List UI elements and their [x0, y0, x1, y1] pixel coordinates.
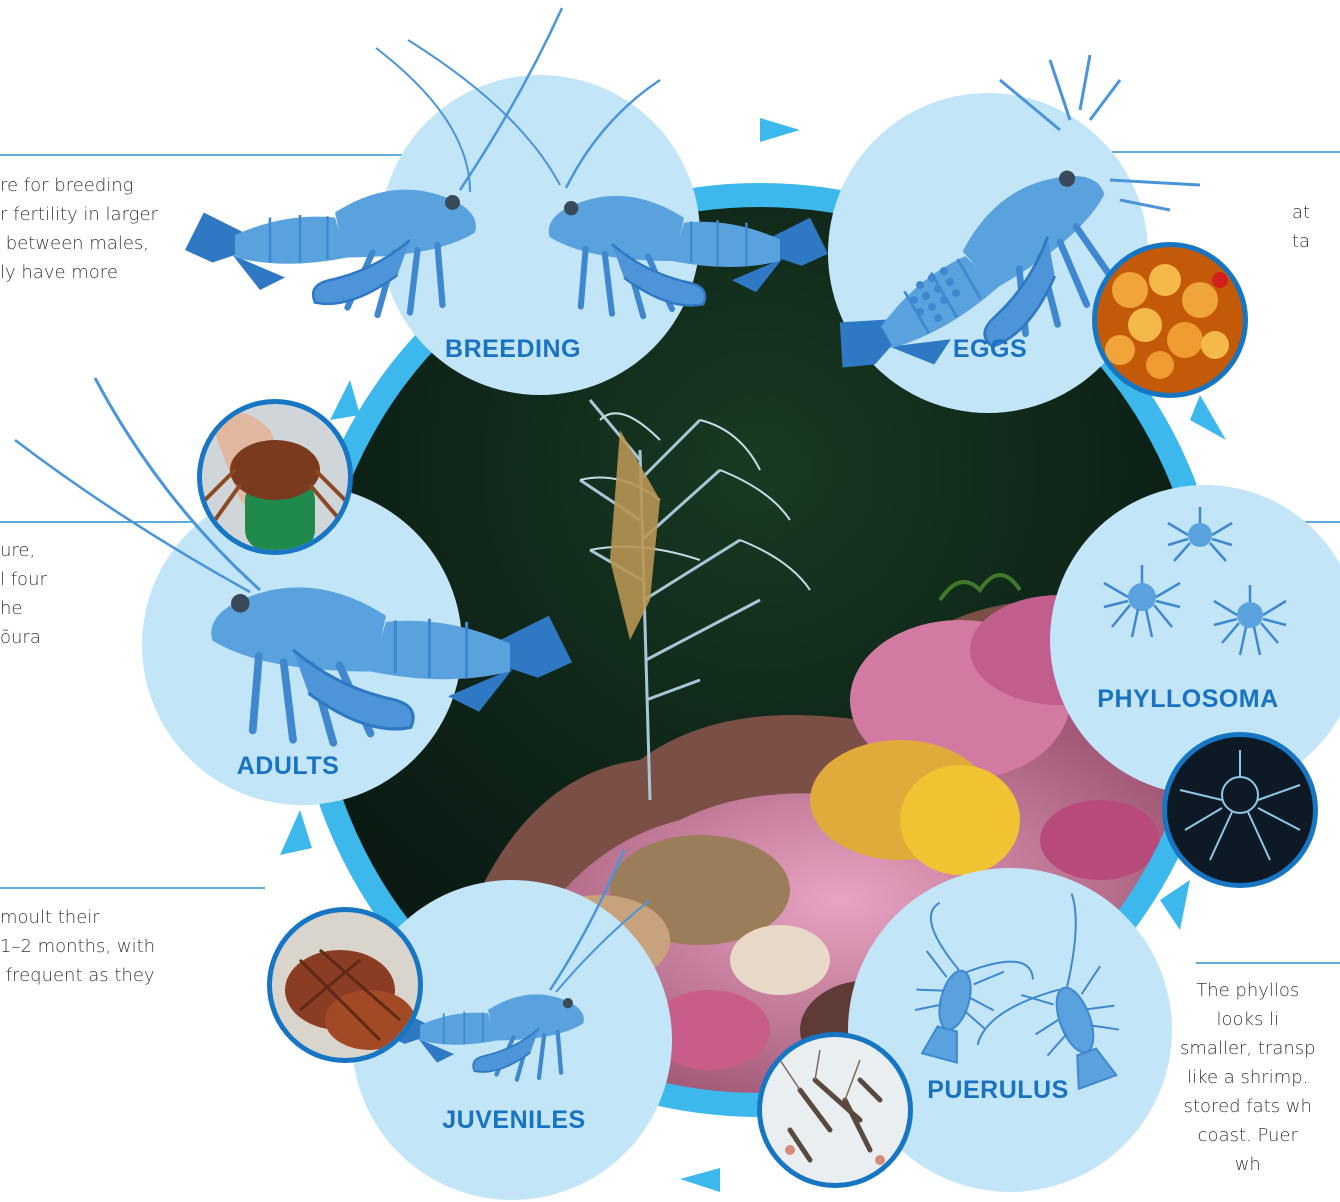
adults-description: ure, l four he ōura [0, 536, 47, 652]
ring-arrow-right [1190, 395, 1226, 440]
stage-label-puerulus: PUERULUS [927, 1076, 1069, 1105]
puerulus-description: The phyllos looks li smaller, transp lik… [1180, 976, 1316, 1179]
stage-label-eggs: EGGS [953, 335, 1027, 364]
juveniles-description: moult their 1–2 months, with frequent as… [0, 903, 155, 990]
stage-label-breeding: BREEDING [445, 335, 581, 364]
eggs-description: at ta [1292, 198, 1310, 256]
ring-arrow-left [280, 810, 312, 855]
ring-arrow-top [760, 118, 800, 142]
stage-label-phyllosoma: PHYLLOSOMA [1097, 685, 1278, 714]
ring-arrow-lower-right [1160, 880, 1190, 930]
stage-label-juveniles: JUVENILES [442, 1106, 585, 1135]
ring-arrow-upper-left [330, 380, 360, 420]
breeding-description: re for breeding r fertility in larger be… [0, 171, 158, 287]
stage-label-adults: ADULTS [237, 752, 340, 781]
ring-arrow-bottom [680, 1168, 720, 1192]
